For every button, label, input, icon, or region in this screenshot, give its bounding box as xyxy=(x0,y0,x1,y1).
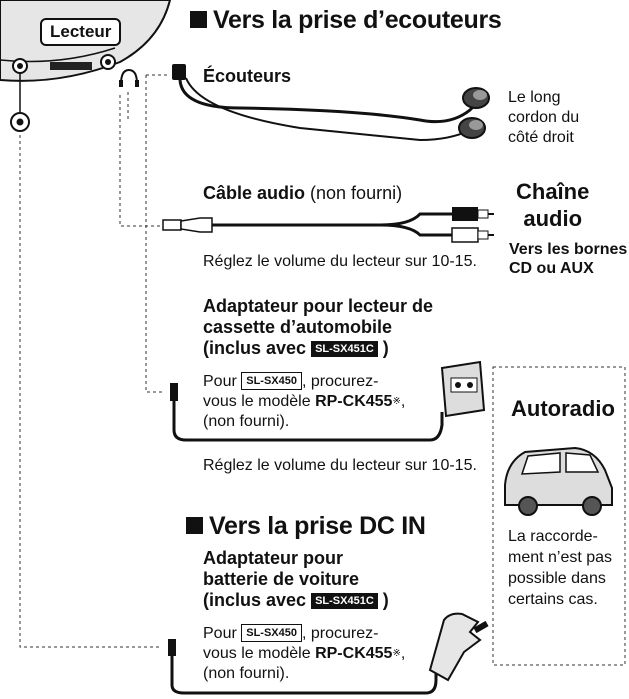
car-radio-title: Autoradio xyxy=(511,396,615,421)
player-label: Lecteur xyxy=(40,18,122,46)
model-badge: SL-SX451C xyxy=(311,593,378,609)
square-bullet-icon xyxy=(186,517,203,534)
audio-cable-label: Câble audio (non fourni) xyxy=(203,183,403,203)
battery-adapter-title: Adaptateur pour batterie de voiture (inc… xyxy=(203,548,389,610)
earbuds-icon xyxy=(172,64,490,142)
model-badge: SL-SX450 xyxy=(241,624,302,642)
headphone-jack-icon xyxy=(119,68,139,87)
cassette-adapter-title: Adaptateur pour lecteur de cassette d’au… xyxy=(203,296,434,358)
section-title-headphones: Vers la prise d’ecouteurs xyxy=(190,6,502,35)
hifi-title: Chaîne audio xyxy=(516,179,590,231)
cassette-adapter-icon xyxy=(170,360,486,442)
cassette-volume-note: Réglez le volume du lecteur sur 10-15. xyxy=(203,457,477,474)
rca-plug-icon xyxy=(162,207,494,243)
connection-guides xyxy=(19,74,626,666)
car-battery-adapter-icon xyxy=(168,612,489,695)
audio-cable-volume-note: Réglez le volume du lecteur sur 10-15. xyxy=(203,253,477,270)
square-bullet-icon xyxy=(190,11,207,28)
car-icon xyxy=(504,446,613,516)
hifi-subtitle: Vers les bornes CD ou AUX xyxy=(509,241,628,277)
cassette-adapter-note: Pour SL-SX450, procurez- vous le modèle … xyxy=(203,372,406,430)
model-badge: SL-SX451C xyxy=(311,341,378,357)
car-radio-note: La raccorde- ment n’est pas possible dan… xyxy=(508,528,613,608)
headphones-note: Le long cordon du côté droit xyxy=(508,89,580,146)
model-badge: SL-SX450 xyxy=(241,372,302,390)
battery-adapter-note: Pour SL-SX450, procurez- vous le modèle … xyxy=(203,624,406,682)
section-title-dcin: Vers la prise DC IN xyxy=(186,512,426,541)
headphones-label: Écouteurs xyxy=(203,66,292,86)
